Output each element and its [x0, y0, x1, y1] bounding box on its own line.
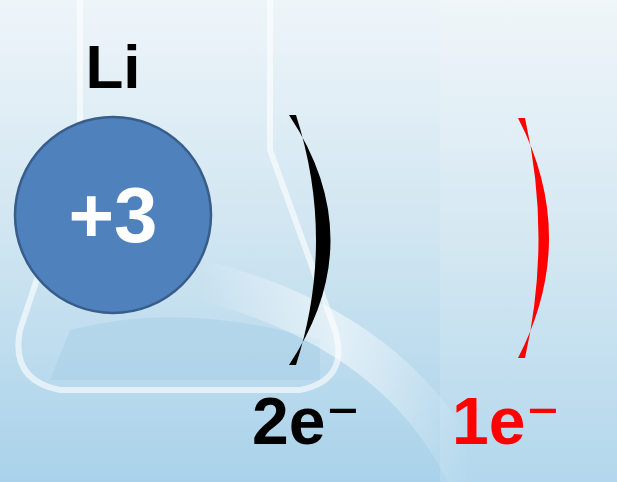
nucleus-circle: Li+3	[13, 18, 213, 315]
shell-bracket	[289, 115, 331, 365]
nuclear-charge: +3	[13, 115, 213, 315]
electron-count: 1e⁻	[452, 382, 560, 461]
element-symbol: Li	[13, 18, 213, 115]
shell-bracket	[518, 118, 549, 358]
electron-count: 2e⁻	[252, 382, 360, 461]
nucleus-shape: +3	[13, 115, 213, 315]
